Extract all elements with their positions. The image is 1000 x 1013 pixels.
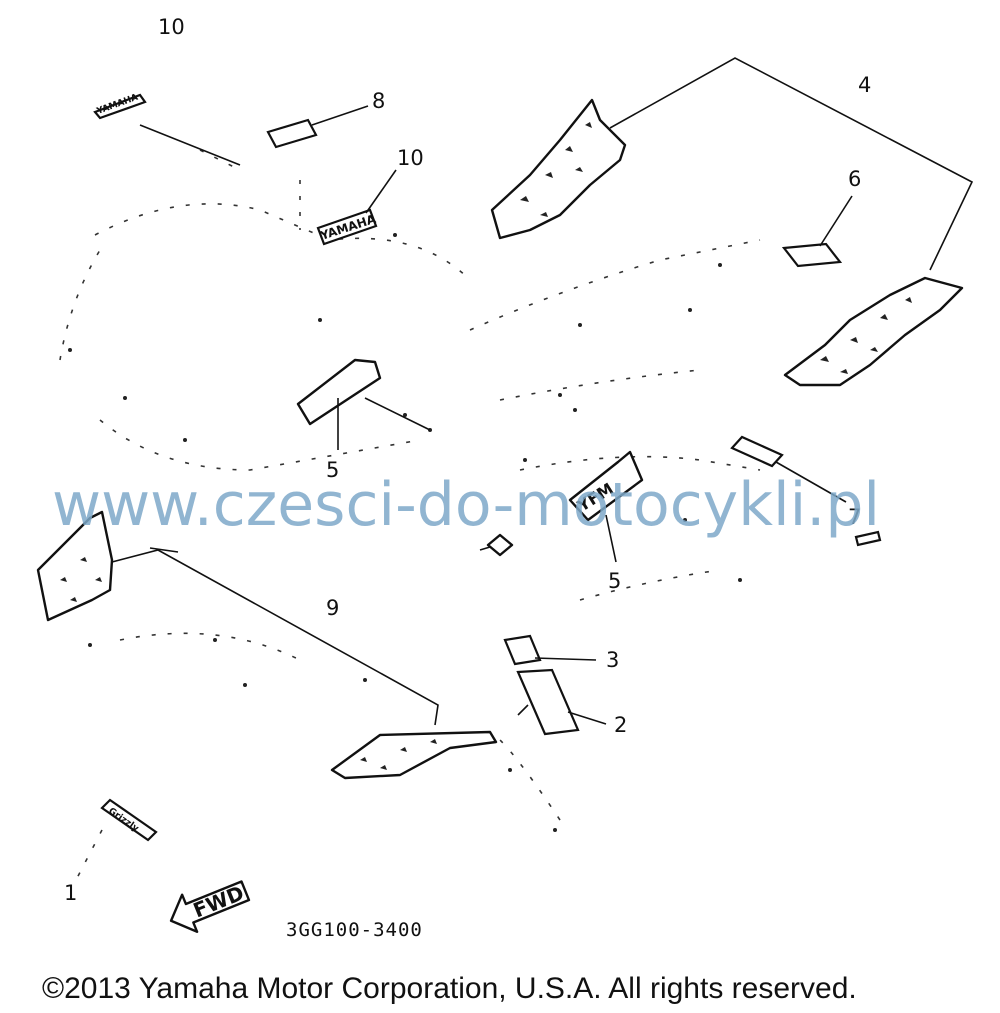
callout-10-mid: 10 [397,146,424,170]
drawing-speckles [68,233,862,832]
drawing-code: 3GG100-3400 [286,919,423,941]
watermark-url: www.czesci-do-motocykli.pl [52,470,880,540]
callout-2: 2 [614,713,627,737]
part-bolt [479,533,514,557]
callout-8: 8 [372,89,385,113]
callout-5-left: 5 [326,458,339,482]
part-7-sticker [730,435,882,547]
part-5-left-plate [296,358,431,450]
callout-10-top: 10 [158,15,185,39]
callout-4: 4 [858,73,871,97]
fwd-label: FWD [190,881,248,923]
part-1-decal: Grizzly [75,798,158,881]
part-3-sticker [503,634,597,666]
copyright-notice: ©2013 Yamaha Motor Corporation, U.S.A. A… [42,972,857,1005]
callout-9: 9 [326,596,339,620]
part-10-top-decal: YAMAHA [93,93,241,166]
svg-text:YAMAHA: YAMAHA [318,212,379,244]
vehicle-body-outline [59,149,761,821]
callout-7: 7 [848,505,861,529]
callout-3: 3 [606,648,619,672]
part-9-rear-panels [36,510,498,780]
part-8-sticker [266,105,369,149]
callout-1: 1 [64,881,77,905]
part-10-mid-decal: YAMAHA [316,169,397,246]
part-4-side-panels [490,57,974,387]
part-2-sticker [516,668,607,736]
fwd-arrow: FWD [169,880,251,933]
part-6-sticker [781,195,853,268]
callout-5-center: 5 [608,569,621,593]
callout-6: 6 [848,167,861,191]
